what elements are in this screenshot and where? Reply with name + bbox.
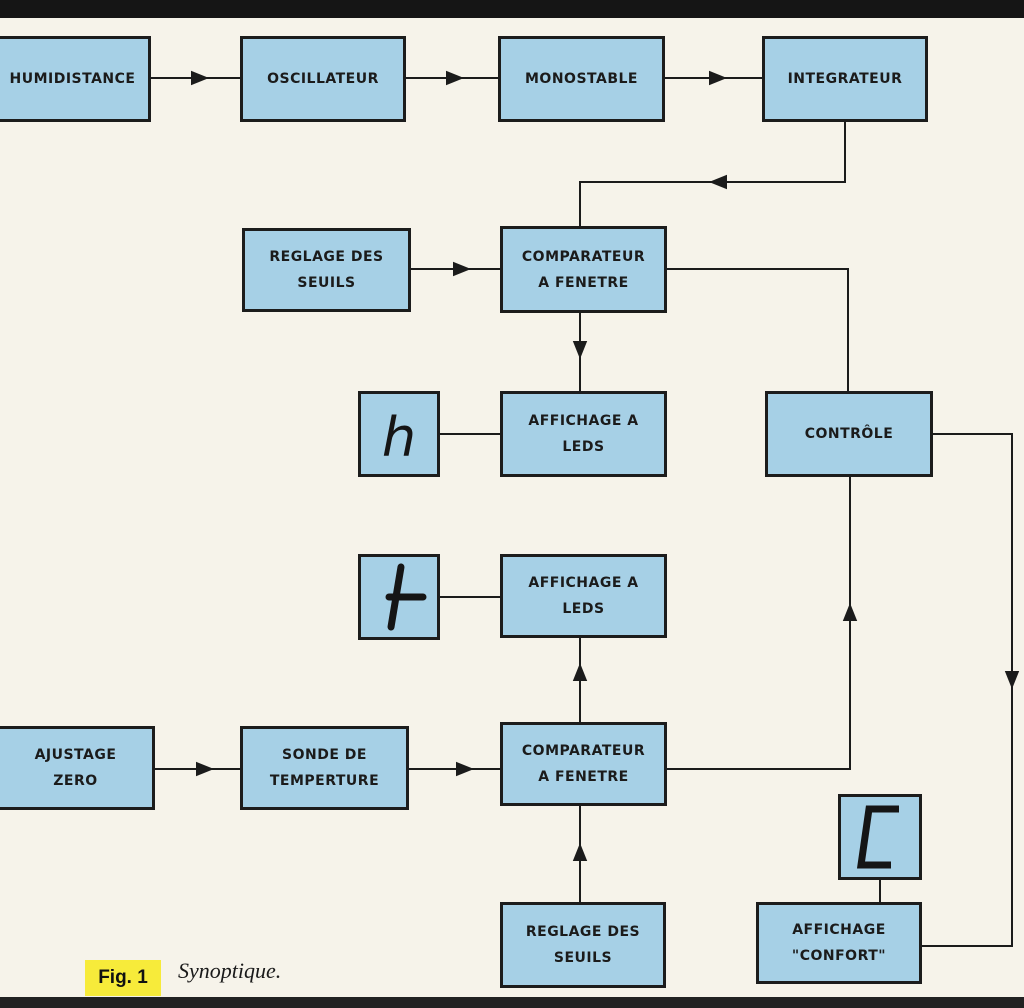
controle-label: CONTRÔLE [804, 426, 894, 442]
integrateur-label: INTEGRATEUR [787, 71, 903, 87]
comparateur-bottom-block: COMPARATEUR A FENETRE [500, 722, 667, 806]
c-digit-display [838, 794, 922, 880]
oscillateur-label: OSCILLATEUR [267, 71, 379, 87]
reglage-seuils-bottom-block: REGLAGE DES SEUILS [500, 902, 666, 988]
h-digit-glyph: h [382, 406, 416, 469]
affichage-leds-top-label: AFFICHAGE A LEDS [528, 413, 639, 455]
figure-number: Fig. 1 [98, 967, 148, 988]
ajustage-zero-block: AJUSTAGE ZERO [0, 726, 155, 810]
humidistance-label: HUMIDISTANCE [9, 71, 136, 87]
monostable-label: MONOSTABLE [525, 71, 638, 87]
wire-comparateur-bottom-controle [666, 476, 851, 770]
t-digit-glyph [385, 563, 427, 631]
affichage-leds-top-block: AFFICHAGE A LEDS [500, 391, 667, 477]
top-rule [0, 0, 1024, 18]
integrateur-block: INTEGRATEUR [762, 36, 928, 122]
affichage-leds-bottom-block: AFFICHAGE A LEDS [500, 554, 667, 638]
figure-badge: Fig. 1 [85, 960, 161, 996]
bottom-rule [0, 997, 1024, 1008]
h-digit-display: h [358, 391, 440, 477]
comparateur-bottom-label: COMPARATEUR A FENETRE [521, 743, 646, 785]
humidistance-block: HUMIDISTANCE [0, 36, 151, 122]
ajustage-zero-label: AJUSTAGE ZERO [34, 747, 117, 789]
wire-integrateur-comparateur [579, 122, 846, 226]
reglage-seuils-top-block: REGLAGE DES SEUILS [242, 228, 411, 312]
comparateur-top-label: COMPARATEUR A FENETRE [521, 248, 646, 291]
affichage-confort-label: AFFICHAGE "CONFORT" [791, 922, 887, 964]
c-digit-glyph [856, 805, 899, 869]
reglage-seuils-top-label: REGLAGE DES SEUILS [269, 249, 384, 291]
oscillateur-block: OSCILLATEUR [240, 36, 406, 122]
monostable-block: MONOSTABLE [498, 36, 665, 122]
sonde-temperature-block: SONDE DE TEMPERTURE [240, 726, 409, 810]
wire-controle-confort [920, 433, 1013, 947]
sonde-temperature-label: SONDE DE TEMPERTURE [269, 747, 380, 789]
comparateur-top-block: COMPARATEUR A FENETRE [500, 226, 667, 313]
t-digit-display [358, 554, 440, 640]
wire-comparateur-controle [666, 268, 849, 391]
affichage-leds-bottom-label: AFFICHAGE A LEDS [528, 575, 639, 617]
affichage-confort-block: AFFICHAGE "CONFORT" [756, 902, 922, 984]
figure-caption: Synoptique. [178, 958, 282, 983]
controle-block: CONTRÔLE [765, 391, 933, 477]
reglage-seuils-bottom-label: REGLAGE DES SEUILS [525, 924, 641, 966]
